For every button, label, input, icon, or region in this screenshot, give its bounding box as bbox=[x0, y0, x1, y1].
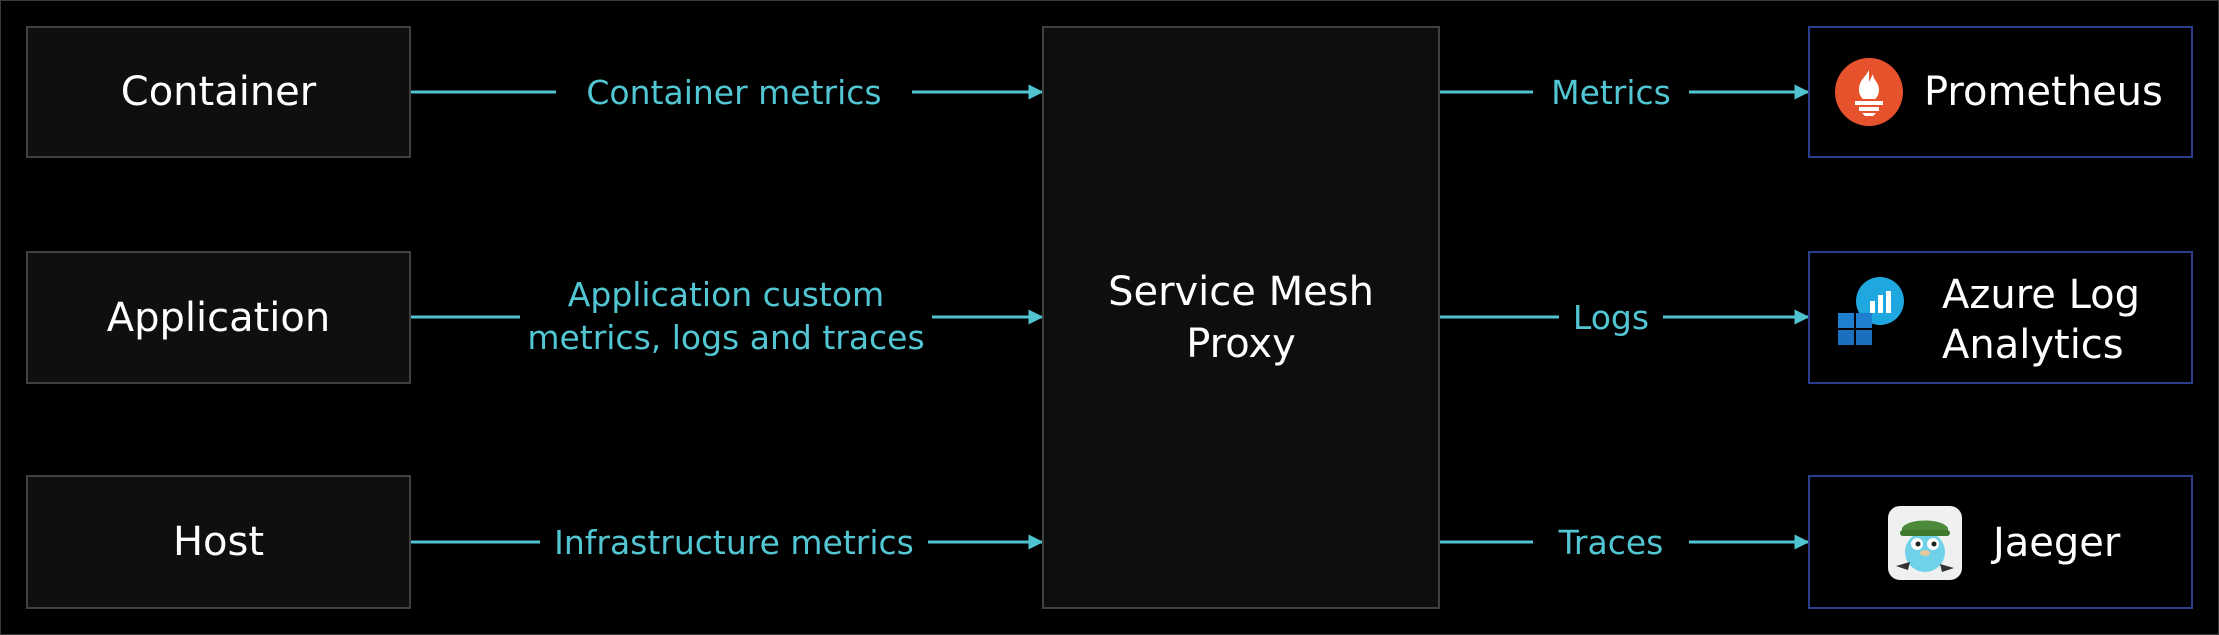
azure-log-analytics-icon bbox=[1838, 277, 1904, 345]
jaeger-label: Jaeger bbox=[1993, 520, 2121, 566]
edge-label-infrastructure-metrics: Infrastructure metrics bbox=[540, 521, 928, 564]
proxy-label-line-1: Service Mesh bbox=[1108, 268, 1374, 315]
edge-label-line-1: Application custom bbox=[567, 275, 885, 314]
proxy-label-line-2: Proxy bbox=[1186, 320, 1296, 367]
jaeger-node: Jaeger bbox=[1808, 475, 2193, 609]
edge-label-metrics: Metrics bbox=[1533, 71, 1689, 114]
jaeger-gopher-icon bbox=[1888, 506, 1962, 580]
host-label: Host bbox=[172, 519, 265, 565]
host-node: Host bbox=[26, 475, 411, 609]
azure-log-analytics-node: Azure Log Analytics bbox=[1808, 251, 2193, 384]
container-label: Container bbox=[120, 69, 317, 115]
edge-label-application-custom: Application custom metrics, logs and tra… bbox=[520, 273, 932, 359]
azure-label-line-1: Azure Log bbox=[1942, 272, 2141, 318]
edge-label-traces: Traces bbox=[1533, 521, 1689, 564]
edge-label-logs: Logs bbox=[1559, 296, 1663, 339]
application-label: Application bbox=[106, 294, 331, 341]
edge-label-line-2: metrics, logs and traces bbox=[527, 318, 925, 357]
azure-label-line-2: Analytics bbox=[1942, 322, 2124, 368]
azure-label: Azure Log Analytics bbox=[1942, 270, 2140, 370]
edge-label-container-metrics: Container metrics bbox=[556, 71, 912, 114]
prometheus-logo-icon bbox=[1835, 58, 1903, 126]
service-mesh-proxy-node: Service Mesh Proxy bbox=[1042, 26, 1440, 609]
prometheus-node: Prometheus bbox=[1808, 26, 2193, 158]
application-node: Application bbox=[26, 251, 411, 384]
container-node: Container bbox=[26, 26, 411, 158]
prometheus-label: Prometheus bbox=[1924, 69, 2163, 115]
